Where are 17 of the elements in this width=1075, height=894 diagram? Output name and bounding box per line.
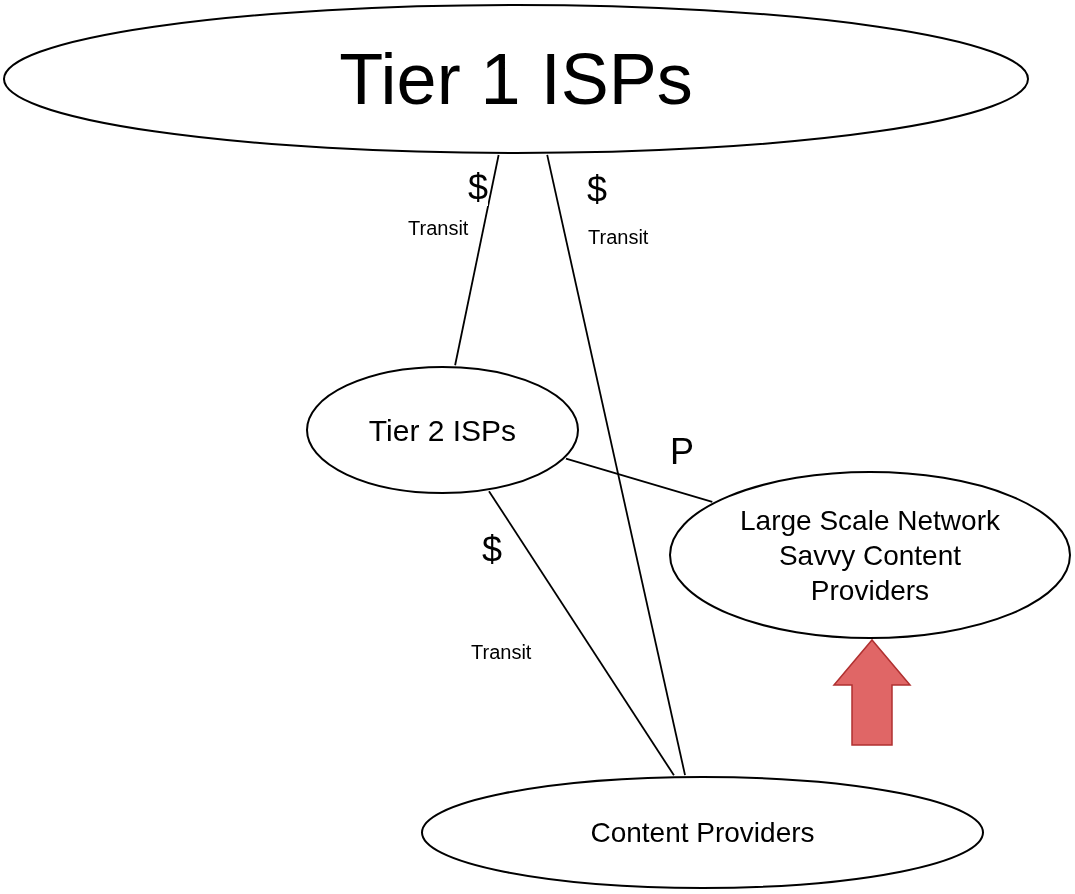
connector-line <box>454 154 500 367</box>
ellipse-node <box>2 3 1030 155</box>
node-text: Content Providers <box>590 815 815 850</box>
node-text: Tier 2 ISPs <box>368 412 517 449</box>
connector-line <box>565 457 714 503</box>
transit-label: Transit <box>408 218 469 238</box>
ellipse-node <box>420 775 985 890</box>
node-text: Tier 1 ISPs <box>339 38 693 121</box>
connector-line <box>488 490 675 777</box>
edge-label: $ <box>468 170 489 206</box>
block-arrow <box>832 638 912 746</box>
ellipse-node <box>668 470 1072 640</box>
connector-line <box>546 153 686 776</box>
node-text: Large Scale Network Savvy Content Providers <box>739 503 1001 608</box>
ellipse-node <box>305 365 580 495</box>
transit-label: Transit <box>588 227 649 247</box>
transit-label: Transit <box>471 642 532 662</box>
